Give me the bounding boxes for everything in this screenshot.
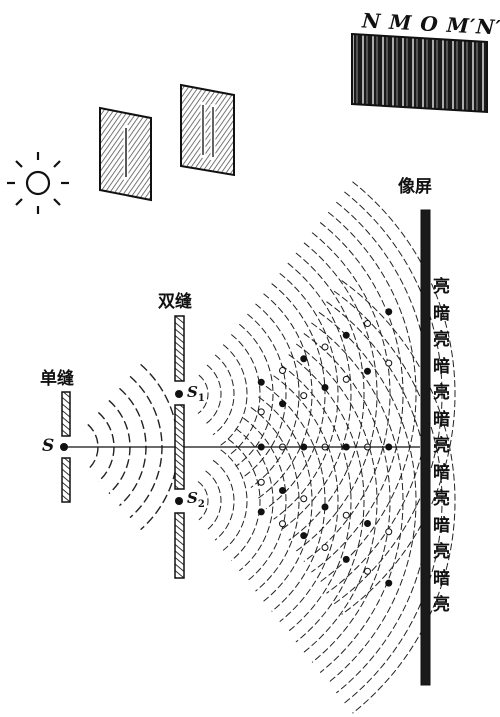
wave-arc <box>303 333 391 663</box>
wave-arc <box>273 272 339 520</box>
wave-arc <box>341 181 456 615</box>
interference-dot <box>364 367 371 375</box>
image-screen <box>420 209 431 686</box>
sun-icon <box>7 152 69 214</box>
filter-plate-2 <box>180 83 235 177</box>
wave-arc <box>295 343 378 653</box>
single-slit-label: 单缝 <box>40 369 74 389</box>
interference-dot <box>342 555 350 563</box>
wave-arc <box>235 428 274 572</box>
interference-dot <box>300 355 308 363</box>
fringe-label: 暗 <box>433 568 450 589</box>
wave-arc <box>333 290 443 704</box>
wave-arc <box>258 293 313 499</box>
interference-dot <box>300 392 308 400</box>
interference-dot <box>279 487 286 494</box>
fringe-label: 暗 <box>433 409 450 430</box>
wave-arc <box>227 438 261 561</box>
wave-arc <box>288 252 365 541</box>
filter-plate-1 <box>99 106 152 202</box>
fringe-label: 暗 <box>433 303 450 324</box>
s1-label: S1 <box>187 383 205 404</box>
wave-arc <box>265 283 326 510</box>
interference-dot <box>364 520 371 527</box>
fringe-label: 亮 <box>433 330 450 350</box>
interference-dot <box>385 528 393 536</box>
interference-dot <box>342 511 350 519</box>
interference-dot <box>385 308 393 316</box>
wave-arc <box>220 344 248 446</box>
interference-dot <box>279 520 286 528</box>
wave-arc <box>258 396 313 602</box>
screen-label: 像屏 <box>398 177 432 197</box>
interference-dot <box>321 503 329 511</box>
wave-arc <box>197 374 209 414</box>
interference-dot <box>385 579 393 587</box>
interference-dot <box>321 384 329 391</box>
interference-dot <box>364 567 371 575</box>
wave-arc <box>311 322 404 673</box>
interference-dot <box>321 343 329 351</box>
wave-arc <box>235 323 274 467</box>
wave-arc <box>243 313 287 478</box>
wave-arc <box>273 375 339 623</box>
fringe-label: 暗 <box>433 515 450 536</box>
s2-label: S2 <box>187 489 205 510</box>
interference-dot <box>279 400 286 408</box>
wave-arc <box>280 364 352 633</box>
wave-arc <box>318 311 417 684</box>
wave-arc <box>243 417 287 582</box>
fringe-label: 亮 <box>433 383 450 403</box>
fringe-label: 亮 <box>433 277 450 297</box>
interference-dot <box>300 495 308 503</box>
interference-dot <box>321 544 329 551</box>
wave-arc <box>288 354 365 643</box>
wave-arc <box>87 423 99 471</box>
fringe-label: 亮 <box>433 436 450 456</box>
fringe-label: 亮 <box>433 489 450 509</box>
source-label: S <box>42 436 55 456</box>
interference-dot <box>342 375 350 383</box>
interference-dot <box>257 478 265 486</box>
interference-dot <box>385 359 393 367</box>
interference-dot <box>342 331 350 339</box>
wave-arc <box>295 242 378 552</box>
wave-arc <box>280 262 352 531</box>
single-slit <box>60 391 71 503</box>
wave-arc <box>220 449 248 551</box>
wave-arc <box>341 280 456 714</box>
interference-dot <box>279 367 286 374</box>
wave-arc <box>227 334 261 457</box>
fringe-label: 亮 <box>433 595 450 615</box>
wave-arc <box>197 481 209 521</box>
wave-arc <box>318 211 417 584</box>
fringe-strip-icon <box>351 32 488 114</box>
wave-arc <box>212 459 235 541</box>
slit-s1-point <box>175 390 183 398</box>
wave-arc <box>311 222 404 573</box>
wave-arc <box>205 364 222 425</box>
wave-arc <box>205 470 222 531</box>
wave-arc <box>303 232 391 562</box>
fringe-label: 亮 <box>433 542 450 562</box>
double-slit-label: 双缝 <box>158 292 192 312</box>
wave-arc <box>333 191 443 605</box>
interference-dot <box>364 320 371 327</box>
interference-dot <box>257 508 265 516</box>
double-slit <box>174 315 185 579</box>
wave-arc <box>265 385 326 612</box>
fringe-label: 暗 <box>433 356 450 377</box>
wave-arc <box>250 303 300 488</box>
source-point <box>60 443 68 451</box>
interference-dot <box>257 408 265 416</box>
wave-arc <box>212 354 235 436</box>
interference-points <box>257 308 393 587</box>
slit-s2-point <box>175 497 183 505</box>
fringe-label: 暗 <box>433 462 450 483</box>
interference-dot <box>300 532 308 540</box>
wave-arc <box>250 407 300 592</box>
interference-dot <box>257 378 265 386</box>
